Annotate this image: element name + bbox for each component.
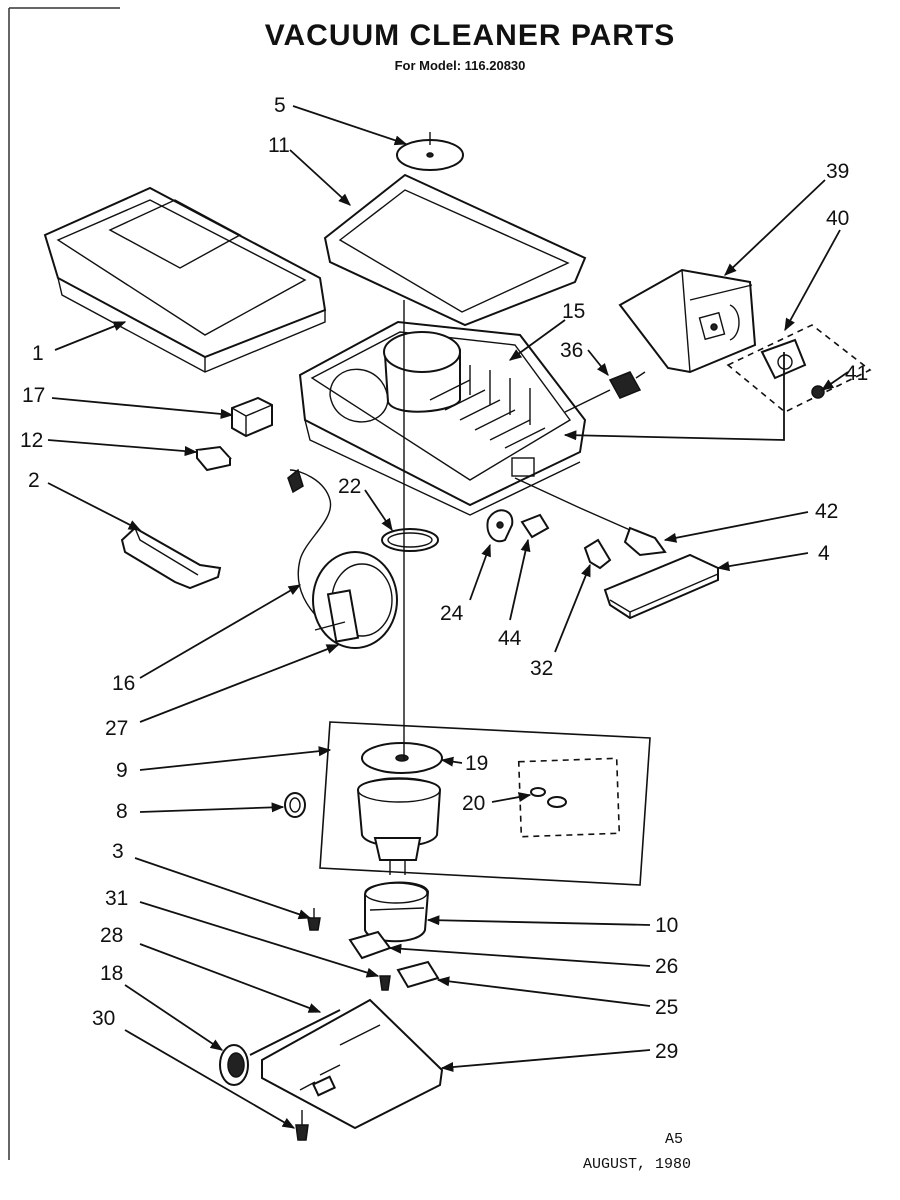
part-31-screw [379, 975, 391, 991]
part-9-motor [356, 777, 442, 875]
part-29-base-plate [261, 998, 444, 1130]
callout-26: 26 [655, 955, 678, 978]
callout-3: 3 [112, 840, 124, 863]
part-22-o-ring [381, 528, 439, 552]
callout-29: 29 [655, 1040, 678, 1063]
part-1-cover [43, 186, 327, 373]
callout-19: 19 [465, 752, 488, 775]
callout-12: 12 [20, 429, 43, 452]
diagram-title: VACUUM CLEANER PARTS [265, 19, 676, 52]
part-24-bracket [486, 509, 514, 543]
callout-25: 25 [655, 996, 678, 1019]
callout-5: 5 [274, 94, 286, 117]
callout-16: 16 [112, 672, 135, 695]
callout-42: 42 [815, 500, 838, 523]
part-2-bracket [120, 526, 222, 590]
callout-32: 32 [530, 657, 553, 680]
part-4-latch [603, 553, 719, 620]
part-15-housing [298, 320, 587, 516]
callout-15: 15 [562, 300, 585, 323]
callout-1: 1 [32, 342, 44, 365]
callout-11: 11 [268, 134, 290, 157]
callout-28: 28 [100, 924, 123, 947]
model-number: For Model: 116.20830 [395, 58, 526, 73]
part-18-wheel [219, 1044, 249, 1086]
part-39-bag-holder [618, 268, 757, 374]
part-12-block [195, 445, 232, 472]
callout-30: 30 [92, 1007, 115, 1030]
callout-20: 20 [462, 792, 485, 815]
callout-40: 40 [826, 207, 849, 230]
part-5-filter-disc [396, 132, 464, 171]
part-42-cord-end [514, 477, 667, 557]
detail-box-20 [517, 757, 621, 838]
part-20-brushes [530, 787, 567, 808]
part-11-gasket [323, 173, 587, 327]
callout-labels: 1 2 3 4 5 8 9 10 11 12 15 16 17 18 19 20… [20, 94, 868, 1063]
callout-39: 39 [826, 160, 849, 183]
callout-22: 22 [338, 475, 361, 498]
motor-assembly-box [319, 721, 651, 886]
callout-44: 44 [498, 627, 522, 650]
callout-4: 4 [818, 542, 830, 565]
callout-9: 9 [116, 759, 128, 782]
part-3-screw [307, 908, 321, 931]
part-30-screw [295, 1110, 309, 1141]
part-8-spring [284, 792, 306, 818]
callout-36: 36 [560, 339, 583, 362]
detail-box-40-41 [726, 324, 872, 413]
part-44-clip [520, 513, 550, 539]
part-41-nut [811, 385, 825, 399]
footer-date: AUGUST, 1980 [583, 1156, 691, 1173]
part-36-plug [564, 371, 646, 413]
callout-8: 8 [116, 800, 128, 823]
callout-17: 17 [22, 384, 45, 407]
part-16-cord-reel [287, 468, 398, 649]
callout-27: 27 [105, 717, 128, 740]
callout-31: 31 [105, 887, 128, 910]
callout-2: 2 [28, 469, 40, 492]
leader-lines [47, 105, 849, 1129]
part-25-pad [396, 960, 440, 989]
callout-18: 18 [100, 962, 123, 985]
callout-41: 41 [845, 362, 868, 385]
part-17-switch [231, 396, 273, 438]
callout-24: 24 [440, 602, 464, 625]
part-32-latch [583, 538, 612, 570]
part-19-motor-cap [361, 742, 443, 774]
part-28-axle [249, 1009, 341, 1056]
footer-page-code: A5 [665, 1131, 683, 1148]
callout-10: 10 [655, 914, 678, 937]
